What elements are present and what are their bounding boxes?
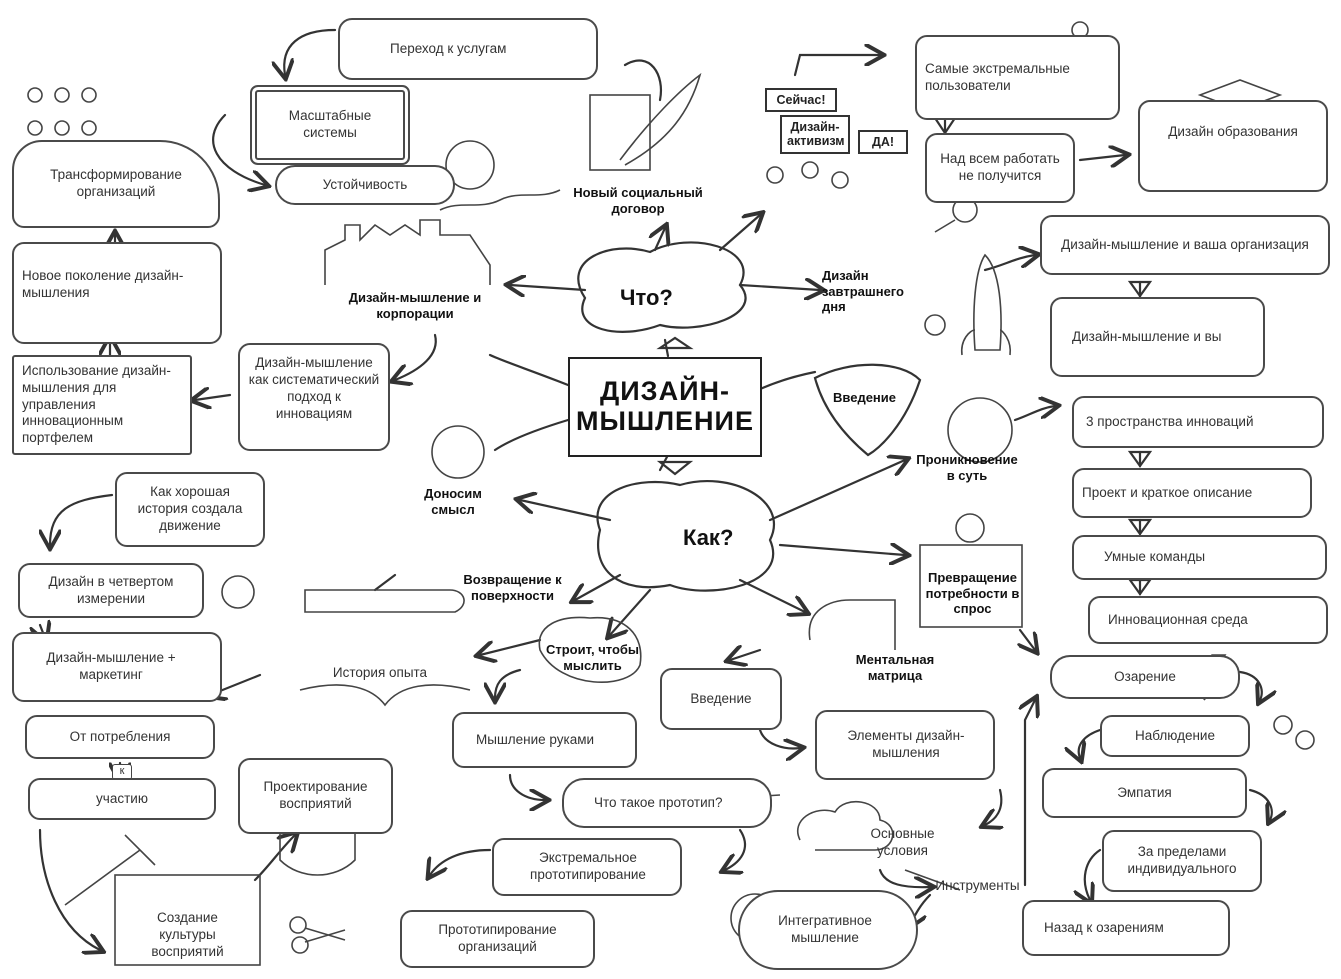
wrench-icon [904,869,961,891]
node-extreme-proto[interactable]: Экстремальное прототипирование [492,838,682,896]
node-innovation-env[interactable]: Инновационная среда [1088,596,1328,644]
node-fourth-dimension[interactable]: Дизайн в четвертом измерении [18,563,204,618]
node-your-org[interactable]: Дизайн-мышление и ваша организация [1040,215,1330,275]
node-good-story[interactable]: Как хорошая история создала движение [115,472,265,547]
node-resurface[interactable]: Возвращение к поверхности [463,572,562,603]
factory-icon [324,219,491,285]
people-group-icon [27,87,97,136]
node-proto-orgs[interactable]: Прототипирование организаций [400,910,595,968]
pocket-icon [279,800,356,876]
node-insight-core[interactable]: Проникновение в суть [916,452,1018,483]
node-and-you[interactable]: Дизайн-мышление и вы [1050,297,1265,377]
node-beyond-individual[interactable]: За пределами индивидуального [1102,830,1262,892]
hub-how[interactable]: Как? [683,525,734,550]
node-education[interactable]: Дизайн образования [1138,100,1328,192]
node-to-participation[interactable]: участию [28,778,216,820]
node-integrative[interactable]: Интегративное мышление [738,890,918,970]
node-project-brief[interactable]: Проект и краткое описание [1072,468,1312,518]
node-scalable[interactable]: Масштабные системы [255,90,405,160]
node-back-to-insights[interactable]: Назад к озарениям [1022,900,1230,956]
hammer-icon [64,834,156,906]
node-smart-teams[interactable]: Умные команды [1072,535,1327,580]
submarine-icon [304,589,465,613]
brain-icon [538,616,642,683]
protesters-icon [766,161,849,189]
node-insight[interactable]: Озарение [1050,655,1240,699]
cloud-icon [797,800,894,851]
face-icon [431,425,485,479]
watch-icon [221,575,255,609]
node-design-perceptions[interactable]: Проектирование восприятий [238,758,393,834]
node-elements[interactable]: Элементы дизайн-мышления [815,710,995,780]
node-transformation[interactable]: Трансформирование организаций [12,140,220,228]
node-marketing[interactable]: Дизайн-мышление + маркетинг [12,632,222,702]
node-new-generation[interactable]: Новое поколение дизайн-мышления [12,242,222,344]
node-mental-matrix[interactable]: Ментальная матрица [855,652,935,683]
node-tools[interactable]: Инструменты [935,878,1020,893]
rocket-icon [973,253,1002,351]
node-systematic[interactable]: Дизайн-мышление как систематический подх… [238,343,390,451]
node-portfolio[interactable]: Использование дизайн-мышления для управл… [12,355,192,455]
node-what-prototype[interactable]: Что такое прототип? [562,778,772,828]
globe-icon [947,397,1013,463]
astronaut-icon [924,314,946,336]
node-thinking-hands[interactable]: Мышление руками [452,712,637,768]
pressure-box-icon [919,544,1023,628]
node-observation[interactable]: Наблюдение [1100,715,1250,757]
center-title-line1: ДИЗАЙН- [600,376,730,407]
node-intro-bottom[interactable]: Введение [660,668,782,730]
recycle-icon [445,140,495,190]
node-from-consumption[interactable]: От потребления [25,715,215,759]
node-design-tomorrow[interactable]: Дизайн завтрашнего дня [822,268,904,315]
crate-icon [114,874,261,966]
node-experience-story[interactable]: История опыта [332,665,428,680]
node-culture[interactable]: Создание культуры восприятий [151,910,224,959]
node-social-contract[interactable]: Новый социальный договор [573,185,703,216]
sign-now: Сейчас! [765,88,837,113]
scissors-icon [289,916,346,954]
document-icon [589,94,651,171]
node-extreme-users[interactable]: Самые экстремальные пользователи [915,35,1120,120]
how-hub-cloud [596,480,775,592]
intro-shield [813,363,922,457]
node-corporations[interactable]: Дизайн-мышление и корпорации [348,290,482,321]
hub-what[interactable]: Что? [620,285,673,310]
binoculars-icon [1273,715,1315,750]
to-connector-label: к [112,764,132,780]
node-convey-meaning[interactable]: Доносим смысл [424,486,482,517]
node-needs-to-demand[interactable]: Превращение потребности в спрос [925,570,1020,617]
sign-yes: ДА! [858,130,908,155]
node-services[interactable]: Переход к услугам [338,18,598,80]
node-empathy[interactable]: Эмпатия [1042,768,1247,818]
node-build-to-think[interactable]: Строит, чтобы мыслить [545,642,640,673]
hub-intro[interactable]: Введение [833,390,896,405]
magnifier-icon [934,197,978,233]
node-no-work-above[interactable]: Над всем работать не получится [925,133,1075,203]
node-basic-conditions[interactable]: Основные условия [870,826,935,858]
feather-icon [619,72,702,166]
sign-activism: Дизайн-активизм [780,115,850,154]
node-sustainability[interactable]: Устойчивость [275,165,455,205]
center-title-line2: МЫШЛЕНИЕ [576,406,754,436]
open-book-icon [299,684,471,707]
center-title: ДИЗАЙН-МЫШЛЕНИЕ [568,357,762,457]
node-three-spaces[interactable]: 3 пространства инноваций [1072,396,1324,448]
head-grid-icon [808,599,896,650]
